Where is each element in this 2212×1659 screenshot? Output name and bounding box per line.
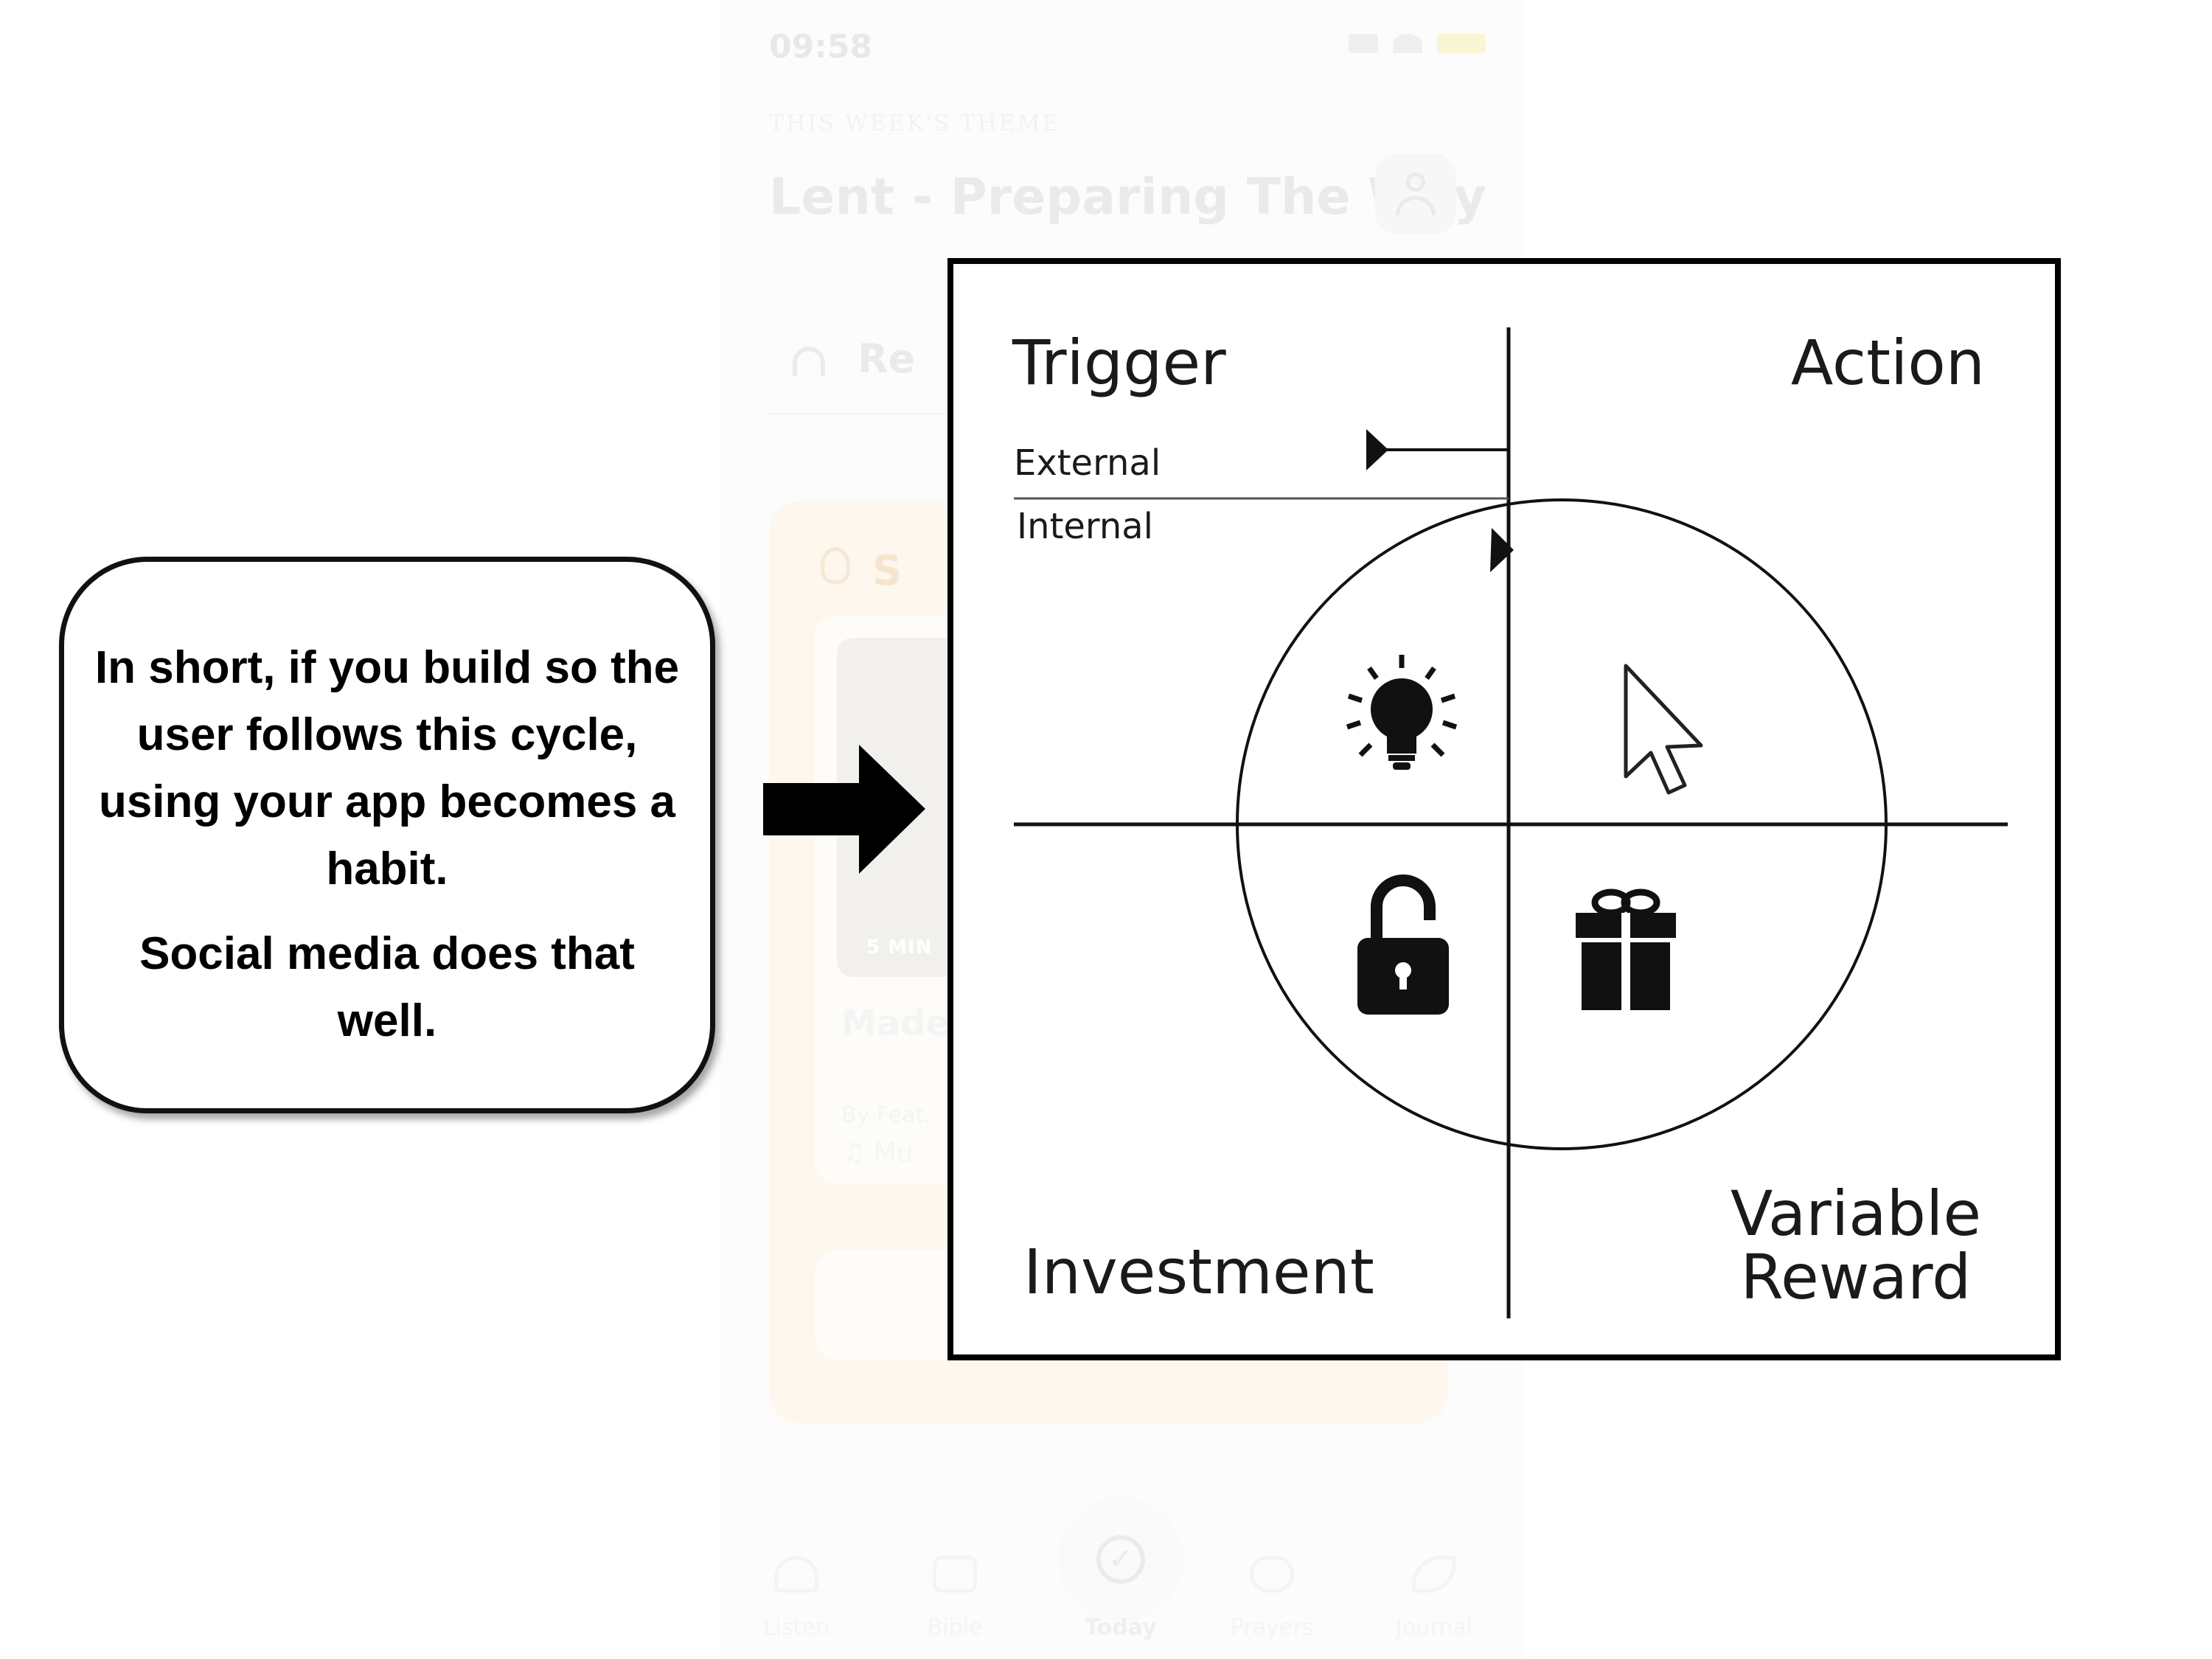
investment-label: Investment bbox=[1023, 1236, 1374, 1308]
hook-model-diagram: Trigger Action External Internal Investm… bbox=[947, 258, 2061, 1360]
content-title: Made bbox=[841, 1003, 950, 1044]
headphones-icon bbox=[793, 347, 825, 377]
tab-bar: Listen Bible ✓ Today Prayers Journal bbox=[719, 1497, 1523, 1659]
card-title: S bbox=[872, 547, 902, 595]
check-icon: ✓ bbox=[1096, 1535, 1145, 1584]
status-time: 09:58 bbox=[769, 28, 873, 66]
internal-label: Internal bbox=[1017, 506, 1153, 547]
tab-bible[interactable]: Bible bbox=[927, 1615, 983, 1641]
trigger-label: Trigger bbox=[1012, 327, 1226, 399]
listen-row[interactable]: Re bbox=[793, 335, 915, 382]
today-button[interactable]: ✓ bbox=[1058, 1497, 1183, 1622]
content-music: ♫ Mu bbox=[841, 1138, 914, 1168]
callout-text-secondary: Social media does that well. bbox=[139, 928, 635, 1046]
unlock-icon bbox=[1357, 874, 1449, 1015]
callout-text-main: In short, if you build so the user follo… bbox=[94, 642, 680, 894]
tab-journal[interactable]: Journal bbox=[1396, 1615, 1472, 1641]
status-icons bbox=[1349, 34, 1489, 56]
diagram-graphics bbox=[1014, 327, 2008, 1318]
gift-icon bbox=[1576, 888, 1676, 1010]
callout-box: In short, if you build so the user follo… bbox=[59, 557, 715, 1113]
variable-reward-label: Variable Reward bbox=[1730, 1178, 1981, 1313]
tab-prayers[interactable]: Prayers bbox=[1230, 1615, 1314, 1641]
cursor-icon bbox=[1624, 664, 1703, 795]
tab-today[interactable]: Today bbox=[1085, 1615, 1157, 1641]
prayers-tab-icon bbox=[1250, 1556, 1294, 1593]
listen-tab-icon bbox=[774, 1556, 818, 1593]
profile-button[interactable] bbox=[1375, 153, 1456, 234]
external-arrowhead bbox=[1366, 429, 1388, 470]
tab-listen[interactable]: Listen bbox=[763, 1615, 830, 1641]
profile-icon bbox=[1406, 173, 1425, 192]
duration-badge: 5 MIN bbox=[866, 936, 933, 959]
action-label: Action bbox=[1790, 327, 1985, 399]
content-author: By Feat. bbox=[841, 1102, 931, 1128]
bible-tab-icon bbox=[933, 1556, 977, 1593]
right-arrow-icon bbox=[763, 745, 925, 874]
internal-arrowhead bbox=[1490, 528, 1514, 572]
journal-tab-icon bbox=[1412, 1556, 1456, 1593]
listen-row-label: Re bbox=[858, 335, 916, 382]
battery-icon bbox=[1437, 34, 1486, 53]
wifi-icon bbox=[1393, 34, 1422, 53]
cycle-circle bbox=[1236, 498, 1888, 1150]
bulb-icon bbox=[821, 547, 850, 584]
theme-title: Lent - Preparing The Way bbox=[769, 168, 1486, 226]
external-label: External bbox=[1014, 442, 1161, 484]
lightbulb-icon bbox=[1346, 655, 1458, 770]
theme-kicker: THIS WEEK'S THEME bbox=[769, 111, 1061, 136]
signal-icon bbox=[1349, 34, 1378, 53]
